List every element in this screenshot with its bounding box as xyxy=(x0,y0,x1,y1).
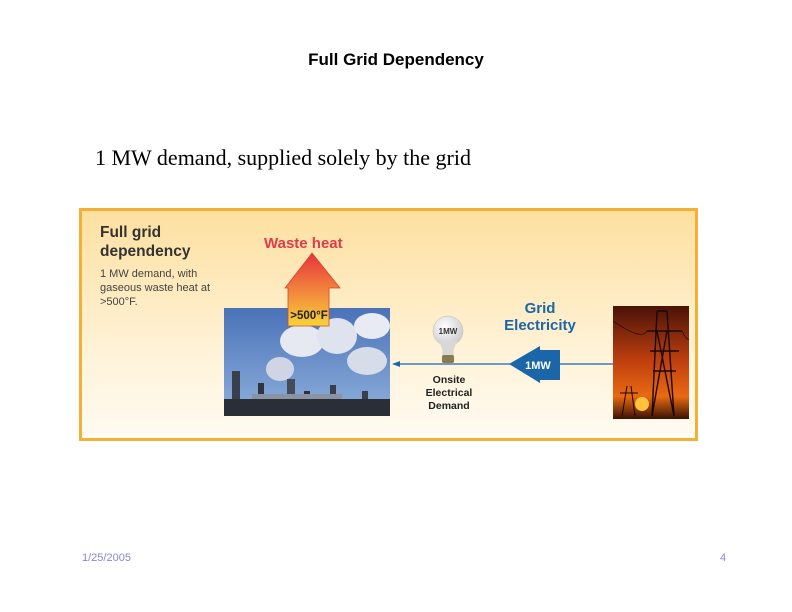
light-bulb-icon xyxy=(432,315,464,363)
grid-electricity-text: Grid Electricity xyxy=(504,300,576,334)
grid-arrow-label: 1MW xyxy=(525,360,551,372)
bulb-label: 1MW xyxy=(439,327,458,336)
power-tower-photo xyxy=(612,306,690,419)
slide-subtitle: 1 MW demand, supplied solely by the grid xyxy=(95,145,471,170)
slide-date: 1/25/2005 xyxy=(82,552,131,564)
arrowhead-icon xyxy=(392,361,400,367)
slide-number: 4 xyxy=(720,552,727,564)
waste-heat-label: Waste heat xyxy=(264,235,343,252)
diagram-description: 1 MW demand, with gaseous waste heat at … xyxy=(100,268,211,308)
grid-dependency-diagram: Full grid dependency 1 MW demand, with g… xyxy=(79,208,698,441)
temperature-label: >500°F xyxy=(290,310,328,322)
waste-heat-arrow xyxy=(284,252,341,327)
onsite-demand-label: Onsite Electrical Demand xyxy=(425,374,473,412)
diagram-heading: Full grid dependency xyxy=(100,224,191,260)
grid-electricity-label: Grid Electricity xyxy=(494,300,586,334)
diagram-graphics: >500°F 1MW 1MW xyxy=(224,252,690,419)
slide-title: Full Grid Dependency xyxy=(308,50,484,69)
grid-electricity-arrow xyxy=(509,346,560,383)
